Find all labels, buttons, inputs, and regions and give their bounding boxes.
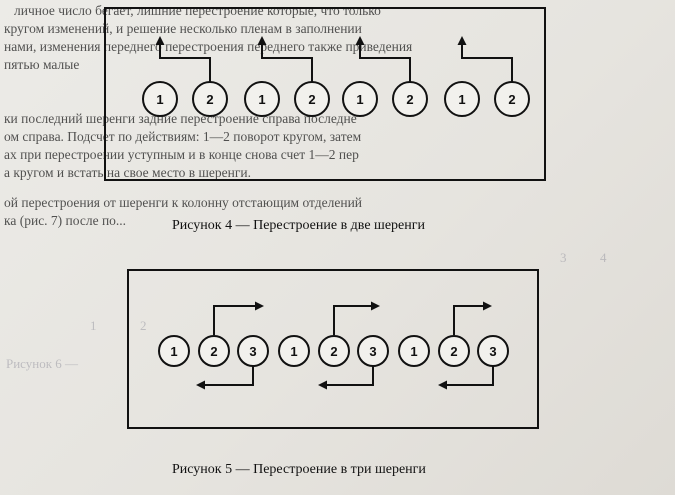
- figure5-circle: [237, 335, 269, 367]
- figure4-circle: [294, 81, 330, 117]
- figure5-frame: [127, 269, 539, 429]
- figure5-circle: [357, 335, 389, 367]
- figure5-arrow: [453, 301, 492, 335]
- figure4-arrow: [457, 36, 513, 82]
- figure4-circle: [342, 81, 378, 117]
- figure4-circle: [192, 81, 228, 117]
- figure4-circle: [494, 81, 530, 117]
- figure4-circle-label: 2: [308, 92, 315, 107]
- figure5-circle-label: 1: [290, 344, 297, 359]
- bleed-through-text: 1: [90, 318, 97, 333]
- figure5-circle-label: 1: [170, 344, 177, 359]
- body-text-line: пятью малые: [4, 57, 80, 72]
- figure5-circle: [398, 335, 430, 367]
- body-text-line: ах при перестроении уступным и в конце с…: [4, 147, 359, 162]
- body-text-line: ка (рис. 7) после по...: [4, 213, 127, 228]
- bleed-through-text: Рисунок 6 —: [6, 356, 79, 371]
- figure5-arrow: [333, 301, 380, 335]
- figure4-circle: [392, 81, 428, 117]
- figure4-circles: 1 2 1 2 1 2 1 2: [142, 81, 530, 117]
- figure5-circle: [318, 335, 350, 367]
- figure5-circle-label: 3: [489, 344, 496, 359]
- bleed-through-text: 4: [600, 250, 607, 265]
- figure5-arrow: [438, 366, 494, 390]
- figure4-circle-label: 1: [258, 92, 265, 107]
- figure4-caption: Рисунок 4 — Перестроение в две шеренги: [172, 218, 425, 233]
- figure4-arrow: [355, 36, 411, 82]
- figure5-circle: [438, 335, 470, 367]
- figure4-circle-label: 1: [356, 92, 363, 107]
- figure4-circle: [142, 81, 178, 117]
- figure5-circles: 1 2 3 1 2 3 1 2 3: [158, 335, 509, 367]
- figure5-circle-label: 3: [249, 344, 256, 359]
- figure4-circle-label: 2: [406, 92, 413, 107]
- figure5-arrow: [196, 366, 254, 390]
- figure5-circle-label: 3: [369, 344, 376, 359]
- body-text-line: ом справа. Подсчет по действиям: 1—2 пов…: [4, 129, 362, 144]
- figure4-circle: [244, 81, 280, 117]
- figure4-circle: [444, 81, 480, 117]
- figure5-circle-label: 2: [210, 344, 217, 359]
- figure5-circle: [477, 335, 509, 367]
- figure4-circle-label: 2: [508, 92, 515, 107]
- figure4-frame: [104, 7, 546, 181]
- figure4-circle-label: 1: [156, 92, 163, 107]
- body-text-line: кругом изменений, и решение несколько пл…: [4, 21, 362, 36]
- figure5-circle-label: 1: [410, 344, 417, 359]
- bleed-through-text: 3: [560, 250, 567, 265]
- figure4-arrow: [257, 36, 313, 82]
- figure4-circle-label: 1: [458, 92, 465, 107]
- body-text-line: ой перестроения от шеренги к колонну отс…: [4, 195, 363, 210]
- figure5-arrow: [213, 301, 264, 335]
- figure4-arrows: [155, 36, 513, 82]
- figure5-caption: Рисунок 5 — Перестроение в три шеренги: [172, 462, 426, 477]
- figure4-arrow: [155, 36, 211, 82]
- figure5-arrows: [196, 301, 494, 390]
- figure4-circle-label: 2: [206, 92, 213, 107]
- figure5-arrow: [318, 366, 374, 390]
- figure5-circle: [198, 335, 230, 367]
- body-text-line: нами, изменения переднего перестроения п…: [4, 39, 413, 54]
- figure5-circle: [278, 335, 310, 367]
- figure5-circle-label: 2: [330, 344, 337, 359]
- figure5-circle-label: 2: [450, 344, 457, 359]
- figure5-circle: [158, 335, 190, 367]
- body-text-line: а кругом и встать на свое место в шеренг…: [4, 165, 251, 180]
- bleed-through-text: 2: [140, 318, 147, 333]
